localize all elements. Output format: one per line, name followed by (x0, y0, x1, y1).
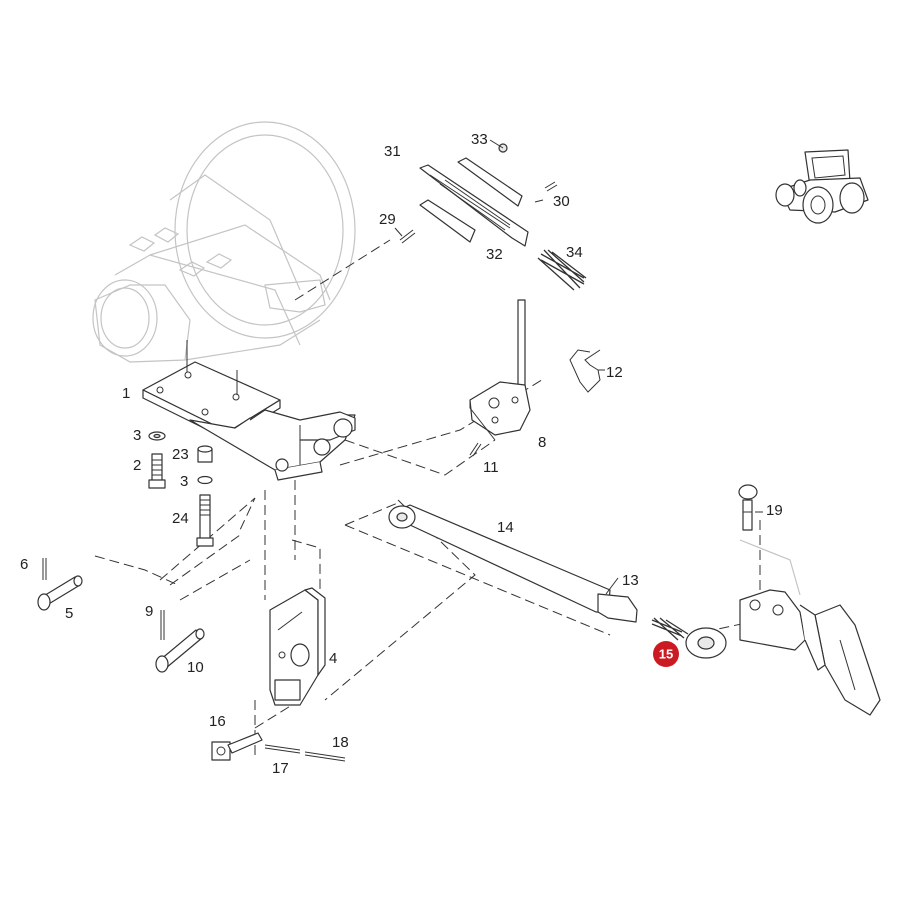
callout-14: 14 (497, 519, 514, 536)
highlighted-part-15[interactable]: 15 (653, 641, 679, 667)
callout-4: 4 (329, 650, 337, 667)
assembly-dash-lines (94, 239, 761, 760)
lift-clevis (269, 587, 326, 706)
bolt-and-washer-set (148, 431, 214, 547)
highlight-label: 15 (659, 647, 673, 662)
callout-31: 31 (384, 143, 401, 160)
callout-17: 17 (272, 760, 289, 777)
lower-link-bracket (189, 409, 356, 481)
callout-32: 32 (486, 246, 503, 263)
hitch-hook-frame (738, 484, 881, 716)
callout-12: 12 (606, 364, 623, 381)
top-link-tube (388, 504, 727, 659)
lever-plates (399, 143, 587, 291)
callout-11: 11 (483, 459, 499, 476)
callout-33: 33 (471, 131, 488, 148)
callout-1: 1 (122, 385, 130, 402)
control-lever (469, 299, 531, 457)
callout-10: 10 (187, 659, 204, 676)
callout-6: 6 (20, 556, 28, 573)
callout-13: 13 (622, 572, 639, 589)
callout-24: 24 (172, 510, 189, 527)
pin-5 (37, 558, 83, 611)
callout-leaders (394, 139, 763, 595)
callout-8: 8 (538, 434, 546, 451)
callout-30: 30 (553, 193, 570, 210)
callout-29: 29 (379, 211, 396, 228)
callout-labels: 1 2 3 3 4 5 6 8 9 10 11 12 13 14 16 17 1… (20, 131, 783, 777)
pin-16-assembly (211, 732, 346, 762)
callout-16: 16 (209, 713, 226, 730)
callout-34: 34 (566, 244, 583, 261)
rear-axle-housing (92, 121, 356, 363)
tractor-icon (775, 149, 869, 224)
callout-5: 5 (65, 605, 73, 622)
callout-3: 3 (133, 427, 141, 444)
spring-clip (569, 349, 601, 393)
callout-9: 9 (145, 603, 153, 620)
callout-18: 18 (332, 734, 349, 751)
callout-19: 19 (766, 502, 783, 519)
callout-3: 3 (180, 473, 188, 490)
callout-23: 23 (172, 446, 189, 463)
pin-10 (155, 610, 205, 673)
callout-2: 2 (133, 457, 141, 474)
highlight-marker[interactable] (653, 641, 679, 667)
